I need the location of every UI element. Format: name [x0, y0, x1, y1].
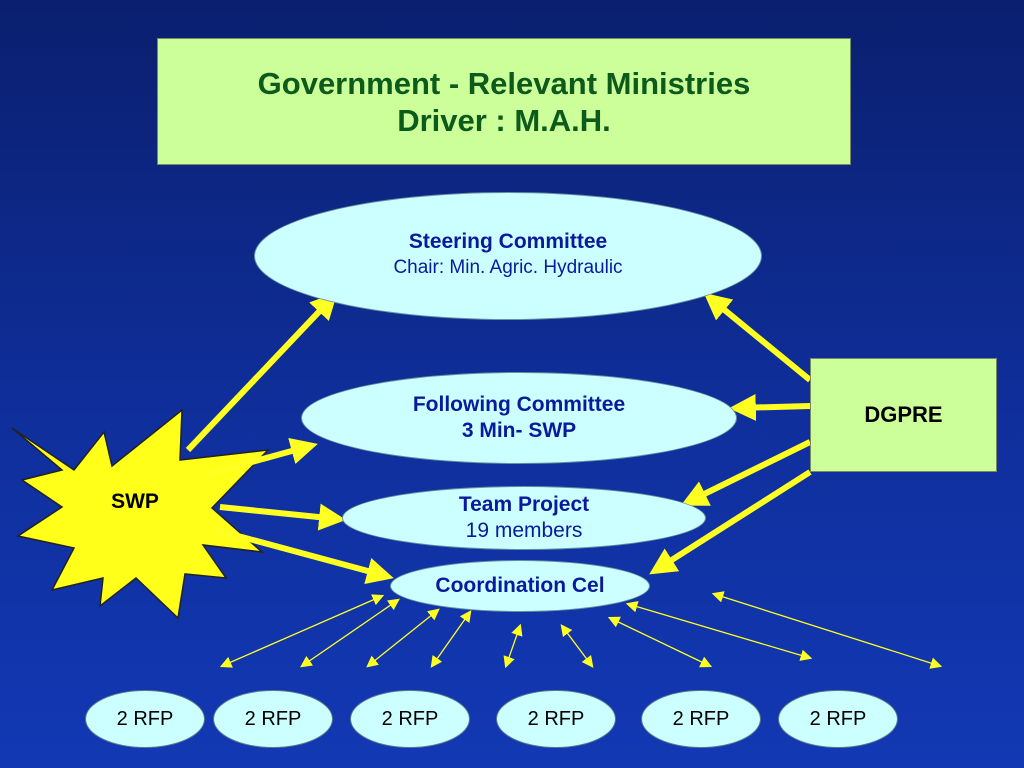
steering-committee-chair: Chair: Min. Agric. Hydraulic [393, 257, 623, 278]
dgpre-label: DGPRE [864, 402, 943, 427]
coordination-cell-node: Coordination Cel [390, 560, 650, 612]
rfp-label: 2 RFP [809, 707, 867, 730]
coordination-cell-title: Coordination Cel [435, 574, 605, 597]
following-committee-title: Following Committee [412, 393, 626, 416]
arrow-swp-to-coordination [215, 527, 394, 585]
government-title: Government - Relevant Ministries [257, 65, 751, 101]
government-box: Government - Relevant Ministries Driver … [157, 38, 851, 165]
team-project-title: Team Project [458, 493, 590, 516]
arrow-swp-to-following [207, 437, 318, 477]
rfp-node-6: 2 RFP [778, 690, 898, 748]
link-coordination-rfp-1 [219, 594, 385, 668]
link-coordination-rfp-9 [711, 591, 943, 669]
dgpre-node: DGPRE [810, 358, 997, 472]
link-coordination-rfp-8 [625, 601, 813, 661]
link-coordination-rfp-7 [607, 616, 713, 668]
arrow-swp-to-team [219, 503, 347, 531]
rfp-label: 2 RFP [381, 707, 439, 730]
following-committee-node: Following Committee 3 Min- SWP [301, 372, 737, 464]
following-committee-subtitle: 3 Min- SWP [461, 419, 577, 442]
rfp-node-4: 2 RFP [496, 690, 616, 748]
rfp-node-3: 2 RFP [350, 690, 470, 748]
rfp-label: 2 RFP [116, 707, 174, 730]
swp-label: SWP [111, 490, 159, 513]
swp-starburst [11, 408, 270, 620]
steering-committee-title: Steering Committee [408, 230, 608, 253]
rfp-label: 2 RFP [244, 707, 302, 730]
government-driver: Driver : M.A.H. [397, 102, 611, 138]
rfp-node-2: 2 RFP [213, 690, 333, 748]
arrow-dgpre-to-team [680, 439, 812, 506]
team-project-members: 19 members [465, 519, 583, 542]
link-coordination-rfp-4 [430, 610, 472, 668]
arrow-dgpre-to-steering [703, 292, 812, 383]
rfp-node-5: 2 RFP [641, 690, 761, 748]
link-coordination-rfp-6 [560, 624, 594, 668]
link-coordination-rfp-5 [503, 623, 523, 669]
arrow-dgpre-to-coordination [649, 469, 812, 575]
rfp-label: 2 RFP [527, 707, 585, 730]
link-coordination-rfp-3 [366, 608, 440, 668]
steering-committee-node: Steering Committee Chair: Min. Agric. Hy… [254, 192, 762, 320]
team-project-node: Team Project 19 members [342, 486, 706, 550]
rfp-label: 2 RFP [672, 707, 730, 730]
arrow-swp-to-steering [185, 292, 338, 453]
arrow-dgpre-to-following [728, 393, 811, 421]
rfp-node-1: 2 RFP [85, 690, 205, 748]
